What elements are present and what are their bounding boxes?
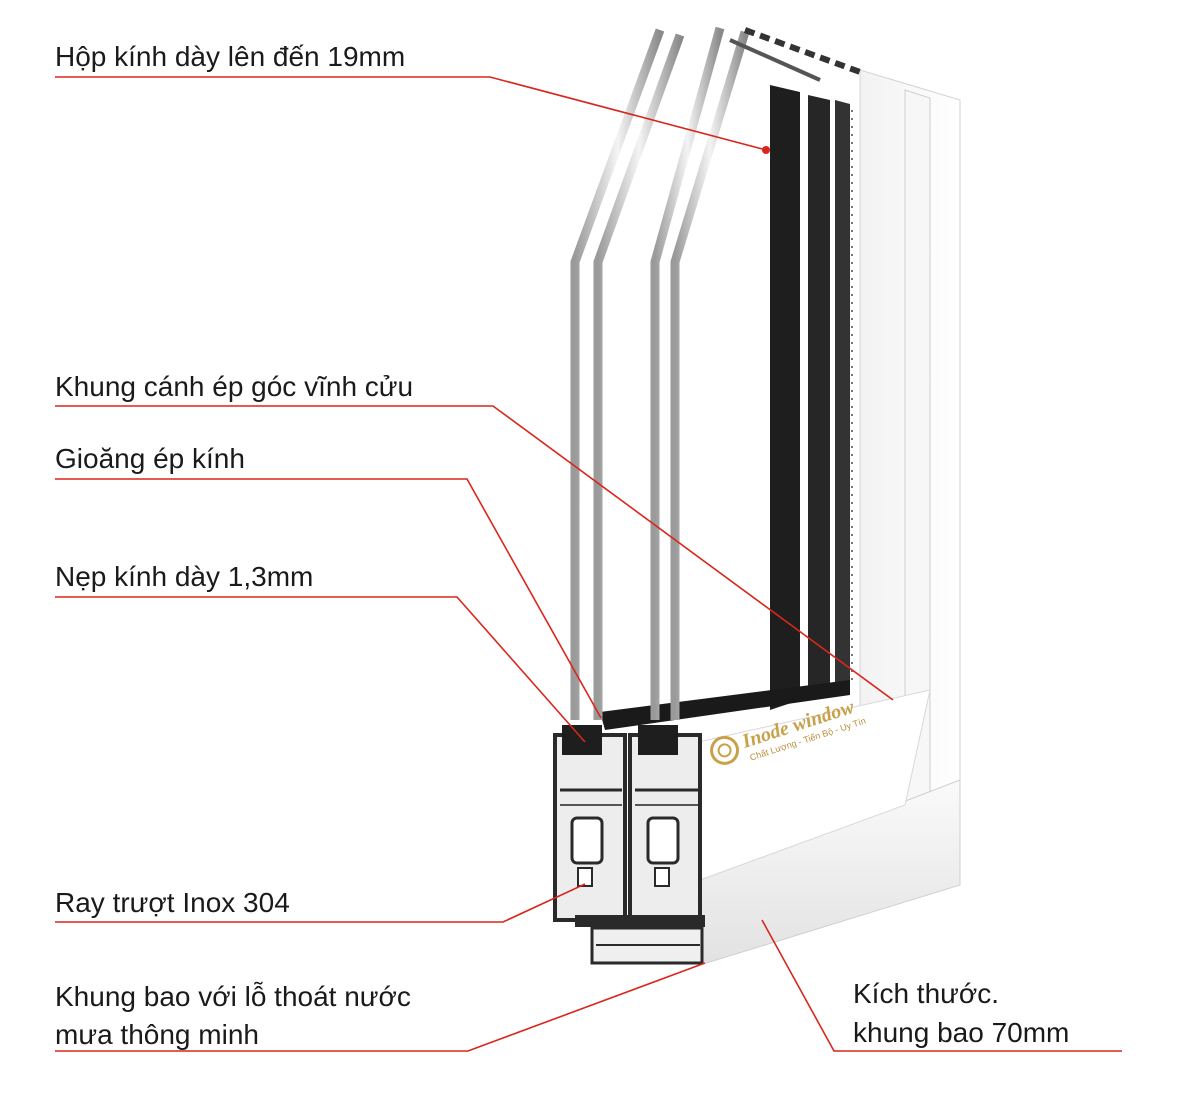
profile-cross-section — [553, 725, 705, 965]
label-ray-truot: Ray trượt Inox 304 — [55, 887, 290, 918]
bottom-track — [575, 915, 705, 927]
glass-panes — [570, 26, 862, 720]
sash-frame-dark — [770, 85, 800, 710]
label-nep-kinh: Nẹp kính dày 1,3mm — [55, 561, 313, 592]
glass-pane-1 — [570, 28, 665, 720]
sash-frame-dark-bottom — [600, 680, 850, 730]
label-kich-thuoc-line2: khung bao 70mm — [853, 1017, 1069, 1048]
sash-frame-dark-2 — [808, 95, 830, 698]
label-khung-canh: Khung cánh ép góc vĩnh cửu — [55, 371, 413, 402]
rail-left — [577, 867, 593, 887]
label-kich-thuoc-line1: Kích thước. — [853, 978, 999, 1009]
leader-khung-canh — [55, 405, 894, 701]
leader-gioang — [55, 478, 602, 719]
glass-pane-4 — [670, 30, 750, 720]
leader-ray-truot — [55, 883, 586, 923]
roller-right — [646, 816, 680, 865]
label-hop-kinh: Hộp kính dày lên đến 19mm — [55, 41, 405, 72]
glazing-bead-right — [638, 725, 678, 755]
leader-nep-kinh — [55, 596, 586, 743]
glass-pane-3 — [650, 26, 725, 720]
sash-frame-dark-3 — [835, 100, 850, 690]
spacer-top-2 — [729, 38, 821, 82]
label-khung-bao-line1: Khung bao với lỗ thoát nước — [55, 981, 411, 1012]
rail-right — [654, 867, 670, 887]
leader-hop-kinh — [55, 76, 767, 151]
leader-khung-bao — [55, 962, 706, 1052]
leader-kich-thuoc — [761, 919, 1122, 1052]
labels: Hộp kính dày lên đến 19mm Khung cánh ép … — [55, 41, 1069, 1050]
roller-left — [570, 816, 604, 865]
label-gioang: Gioăng ép kính — [55, 443, 245, 474]
leader-dot-hop-kinh — [762, 146, 770, 154]
leader-lines — [55, 76, 1122, 1052]
glass-pane-2 — [593, 33, 685, 720]
spacer-top — [743, 27, 862, 75]
logo-emblem-inner — [717, 743, 732, 758]
label-khung-bao-line2: mưa thông minh — [55, 1019, 259, 1050]
window-illustration: Inode window Chất Lượng - Tiến Bộ - Uy T… — [553, 26, 961, 966]
logo-emblem-icon — [710, 735, 740, 765]
glazing-bead-left — [562, 725, 602, 755]
